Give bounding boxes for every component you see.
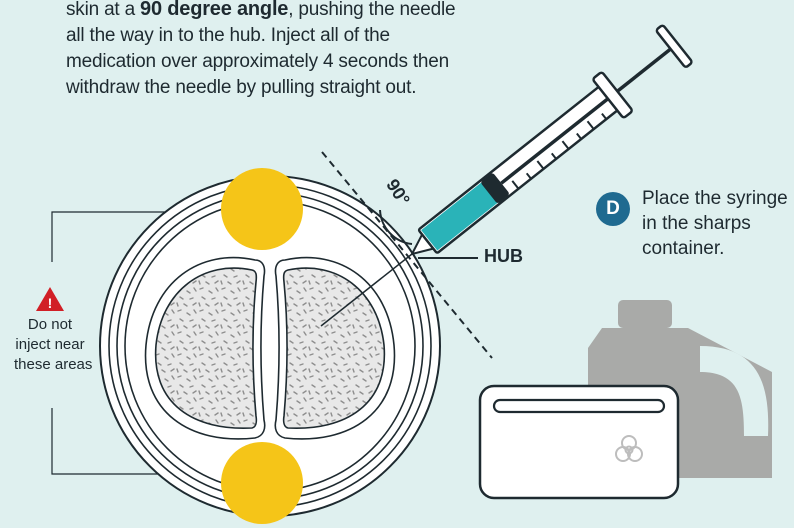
- sharps-label-card: [480, 386, 678, 498]
- step-d-text: Place the syringe in the sharps containe…: [642, 186, 782, 261]
- warning-line-3: these areas: [14, 355, 86, 375]
- warning-line-2: inject near: [14, 335, 86, 355]
- warning-text: Do not inject near these areas: [14, 315, 86, 375]
- instruction-line-2: all the way in to the hub. Inject all of…: [66, 23, 466, 49]
- instruction-line-3: medication over approximately 4 seconds …: [66, 49, 466, 75]
- instruction-line-1: skin at a 90 degree angle, pushing the n…: [66, 0, 466, 23]
- warning-symbol: !: [48, 295, 53, 311]
- step-d-line-2: in the sharps: [642, 211, 782, 236]
- step-d-badge: D: [596, 192, 630, 226]
- step-d-line-3: container.: [642, 236, 782, 261]
- avoid-zone-top: [221, 168, 303, 250]
- hub-label: HUB: [484, 246, 523, 267]
- instruction-line-1-suffix: , pushing the needle: [288, 0, 455, 20]
- warning-line-1: Do not: [14, 315, 86, 335]
- instruction-text: skin at a 90 degree angle, pushing the n…: [66, 0, 466, 101]
- avoid-zone-bottom: [221, 442, 303, 524]
- step-d-line-1: Place the syringe: [642, 186, 782, 211]
- instruction-line-4: withdraw the needle by pulling straight …: [66, 75, 466, 101]
- instruction-line-1-prefix: skin at a: [66, 0, 140, 20]
- instruction-emphasis: 90 degree angle: [140, 0, 288, 20]
